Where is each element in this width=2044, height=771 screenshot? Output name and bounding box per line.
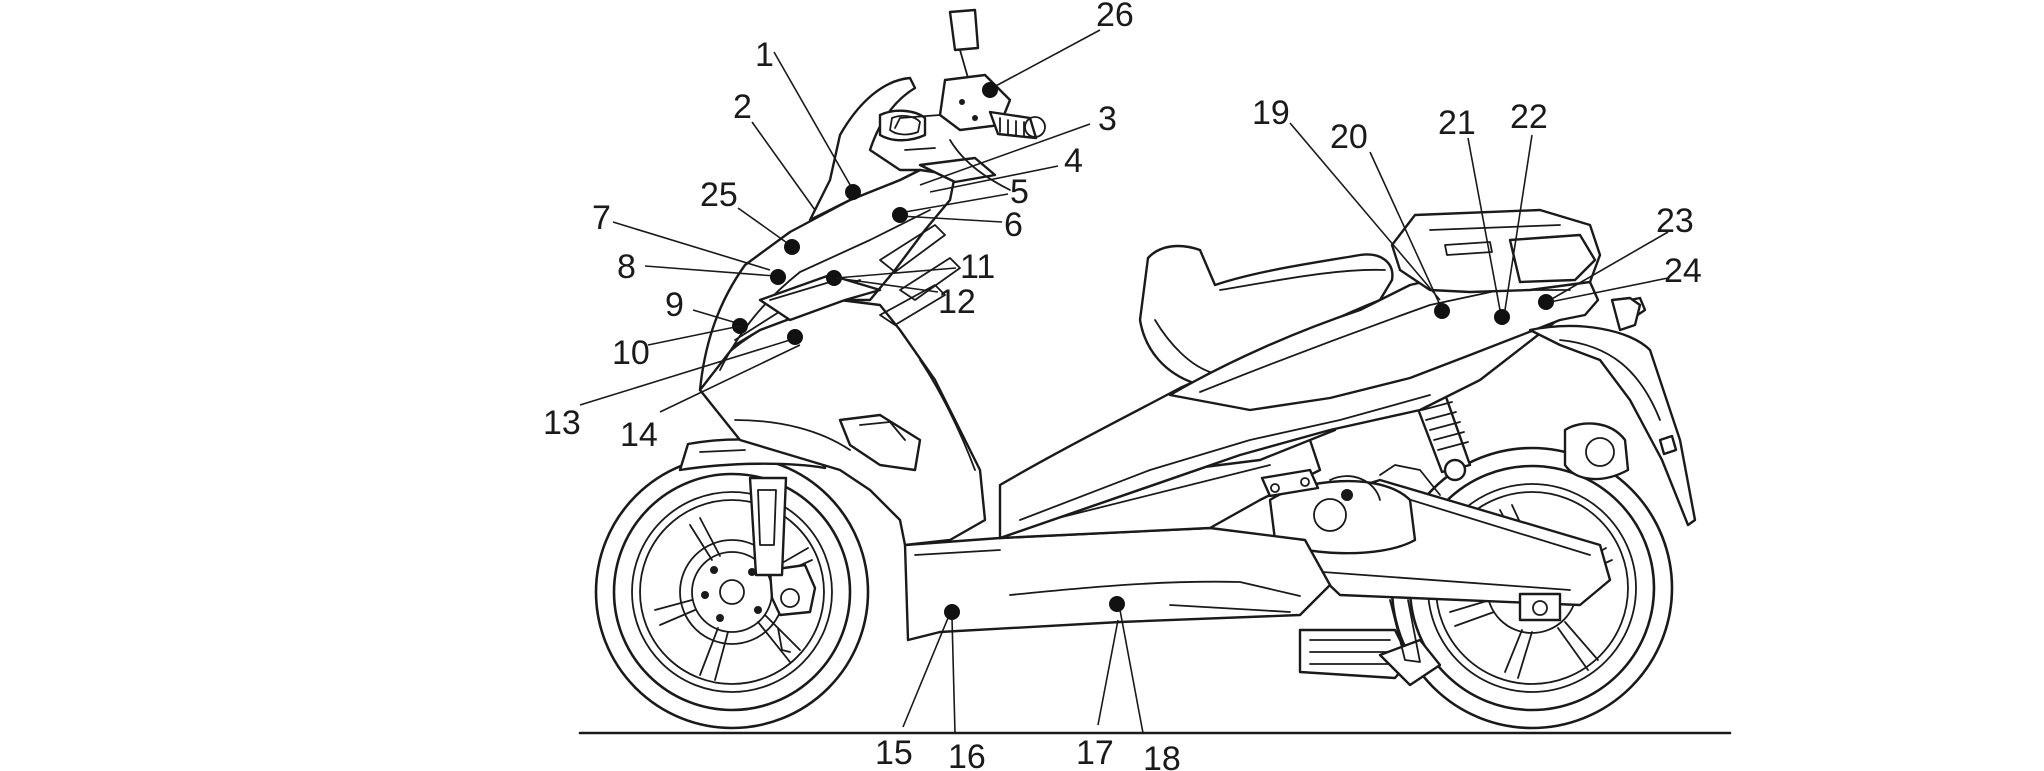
callout-label: 22 [1510, 98, 1548, 136]
callout-11: 11 [826, 248, 995, 286]
callout-25: 25 [700, 176, 800, 255]
seat [1138, 244, 1394, 387]
air-filter [1563, 422, 1630, 481]
callout-label: 13 [543, 404, 581, 442]
callout-label: 24 [1664, 252, 1702, 290]
front-fork [678, 438, 827, 577]
callout-19: 19 [1252, 94, 1441, 301]
callout-label: 2 [733, 88, 752, 126]
callout-14: 14 [620, 344, 801, 454]
callout-21: 21 [1438, 104, 1510, 325]
callout-6: 6 [892, 206, 1023, 244]
callout-3: 3 [919, 100, 1117, 186]
callout-26: 26 [982, 0, 1134, 98]
callout-24: 24 [1538, 252, 1702, 310]
callout-18: 18 [1109, 596, 1181, 771]
callout-7: 7 [592, 199, 771, 271]
callout-4: 4 [929, 142, 1083, 193]
callout-label: 7 [592, 199, 611, 237]
callout-13: 13 [543, 329, 803, 442]
callout-label: 4 [1064, 142, 1083, 180]
callout-label: 20 [1330, 118, 1368, 156]
callout-22: 22 [1504, 98, 1548, 311]
callout-2: 2 [733, 88, 816, 211]
callout-20: 20 [1330, 118, 1450, 319]
callout-16: 16 [944, 604, 986, 771]
engine-swingarm [1268, 464, 1612, 687]
callout-label: 6 [1004, 206, 1023, 244]
callout-label: 21 [1438, 104, 1476, 142]
callout-label: 1 [755, 36, 774, 74]
callout-label: 9 [665, 286, 684, 324]
callout-label: 8 [617, 248, 636, 286]
front-wheel [594, 454, 870, 730]
license-plate-holder [1610, 296, 1642, 332]
rear-mudguard [1528, 296, 1697, 527]
callout-12: 12 [835, 277, 976, 321]
callout-label: 26 [1096, 0, 1134, 34]
callout-8: 8 [617, 248, 786, 286]
callout-label: 12 [938, 283, 976, 321]
callout-1: 1 [755, 36, 861, 200]
callout-23: 23 [1549, 202, 1694, 301]
callout-label: 5 [1010, 173, 1029, 211]
rear-body [1168, 208, 1602, 412]
callout-label: 18 [1143, 740, 1181, 771]
callout-10: 10 [612, 325, 741, 372]
callout-15: 15 [875, 617, 949, 771]
callout-label: 15 [875, 734, 913, 771]
callout-label: 23 [1656, 202, 1694, 240]
callout-label: 16 [948, 738, 986, 771]
callout-label: 25 [700, 176, 738, 214]
callout-label: 11 [960, 248, 995, 286]
handlebar-assembly [894, 8, 1046, 191]
callout-5: 5 [904, 173, 1029, 213]
callout-label: 17 [1076, 734, 1114, 771]
callout-label: 10 [612, 334, 650, 372]
callout-label: 14 [620, 416, 658, 454]
passenger-footpeg [1260, 468, 1381, 501]
callout-label: 3 [1098, 100, 1117, 138]
callout-17: 17 [1076, 619, 1119, 771]
callout-label: 19 [1252, 94, 1290, 132]
